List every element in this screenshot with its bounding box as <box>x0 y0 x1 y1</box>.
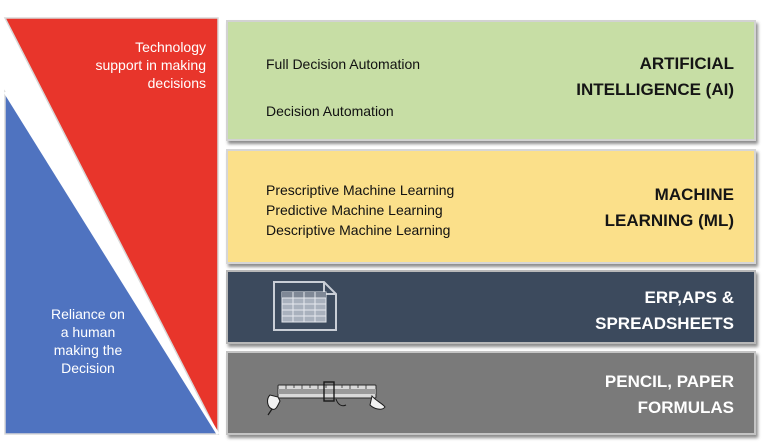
ai-layer: Full Decision Automation Decision Automa… <box>226 20 756 141</box>
ml-layer-title: MACHINE LEARNING (ML) <box>604 185 734 230</box>
ai-item-full-decision-automation: Full Decision Automation <box>266 56 421 72</box>
erp-layer-title: ERP,APS & SPREADSHEETS <box>595 288 734 333</box>
pencil-paper-layer: PENCIL, PAPER FORMULAS <box>226 351 756 435</box>
ml-items-list: Prescriptive Machine Learning Predictive… <box>266 180 454 240</box>
spreadsheet-icon <box>273 281 337 331</box>
ml-item-predictive: Predictive Machine Learning <box>266 202 443 218</box>
ai-layer-title: ARTIFICIAL INTELLIGENCE (AI) <box>576 54 734 99</box>
pencil-paper-layer-title: PENCIL, PAPER FORMULAS <box>604 372 734 417</box>
ai-items-list: Full Decision Automation Decision Automa… <box>266 54 420 148</box>
decision-support-triangles <box>3 17 220 435</box>
ml-item-prescriptive: Prescriptive Machine Learning <box>266 182 455 198</box>
slide-rule-icon <box>267 381 386 416</box>
erp-layer: ERP,APS & SPREADSHEETS <box>226 270 756 344</box>
technology-support-triangle <box>3 17 219 435</box>
human-reliance-label: Reliance on a human making the Decision <box>51 306 125 376</box>
ml-item-descriptive: Descriptive Machine Learning <box>266 222 451 238</box>
ai-item-decision-automation: Decision Automation <box>266 103 394 119</box>
ml-layer: Prescriptive Machine Learning Predictive… <box>226 149 756 264</box>
technology-support-label: Technology support in making decisions <box>95 39 206 91</box>
